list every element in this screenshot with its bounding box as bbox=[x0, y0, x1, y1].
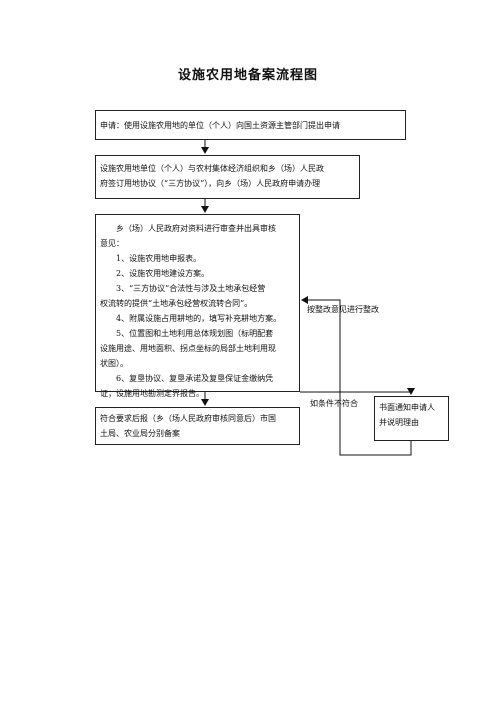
review-line: 2、设施农用地建设方案。 bbox=[116, 269, 210, 278]
review-line: 意见： bbox=[100, 239, 124, 248]
step-agreement-line-1: 设施农用地单位（个人）与农村集体经济组织和乡（场）人民政 bbox=[100, 164, 324, 173]
step-apply-text: 申请：使用设施农用地的单位（个人）向国土资源主管部门提出申请 bbox=[100, 121, 340, 130]
step-notify-box: 书面通知申请人 并说明理由 bbox=[374, 396, 449, 441]
step-filing-line-1: 符合要求后报（乡（场人民政府审核同意后）市国 bbox=[100, 414, 276, 423]
step-agreement-line-2: 府签订用地协议（“三方协议”），向乡（场）人民政府申请办理 bbox=[100, 179, 321, 188]
step-filing-line-2: 土局、农业局分别备案 bbox=[100, 429, 180, 438]
step-apply-box: 申请：使用设施农用地的单位（个人）向国土资源主管部门提出申请 bbox=[95, 110, 406, 140]
review-line: 乡（场）人民政府对资料进行审查并出具审核 bbox=[116, 224, 276, 233]
review-line: 3、“三方协议”合法性与涉及土地承包经营 bbox=[116, 284, 266, 293]
arrow-review-to-notify bbox=[300, 388, 415, 395]
review-line: 证；设施用地勘测定界报告。 bbox=[100, 389, 204, 398]
review-line: 1、设施农用地申报表。 bbox=[116, 254, 202, 263]
label-not-meet: 如条件不符合 bbox=[310, 399, 358, 408]
review-line: 6、复垦协议、复垦承诺及复垦保证金缴纳凭 bbox=[116, 374, 274, 383]
arrow-notify-to-review bbox=[301, 296, 412, 456]
step-review-box: 乡（场）人民政府对资料进行审查并出具审核 意见： 1、设施农用地申报表。 2、设… bbox=[95, 214, 300, 398]
review-line: 状图）。 bbox=[100, 359, 128, 368]
page-title: 设施农用地备案流程图 bbox=[177, 68, 318, 83]
step-filing-box: 符合要求后报（乡（场人民政府审核同意后）市国 土局、农业局分别备案 bbox=[95, 407, 300, 445]
review-line: 设施用途、用地面积、拐点坐标的局部土地利用现 bbox=[100, 344, 276, 353]
label-rectify: 按整改意见进行整改 bbox=[307, 305, 379, 314]
step-notify-line-1: 书面通知申请人 bbox=[379, 403, 435, 412]
step-notify-line-2: 并说明理由 bbox=[379, 418, 419, 427]
review-line: 4、附属设施占用耕地的，填写补充耕地方案。 bbox=[116, 314, 282, 323]
review-line: 权流转的提供“土地承包经营权流转合同”。 bbox=[100, 299, 253, 308]
step-agreement-box: 设施农用地单位（个人）与农村集体经济组织和乡（场）人民政 府签订用地协议（“三方… bbox=[95, 155, 360, 199]
review-line: 5、位置图和土地利用总体规划图（标明配套 bbox=[116, 329, 274, 338]
